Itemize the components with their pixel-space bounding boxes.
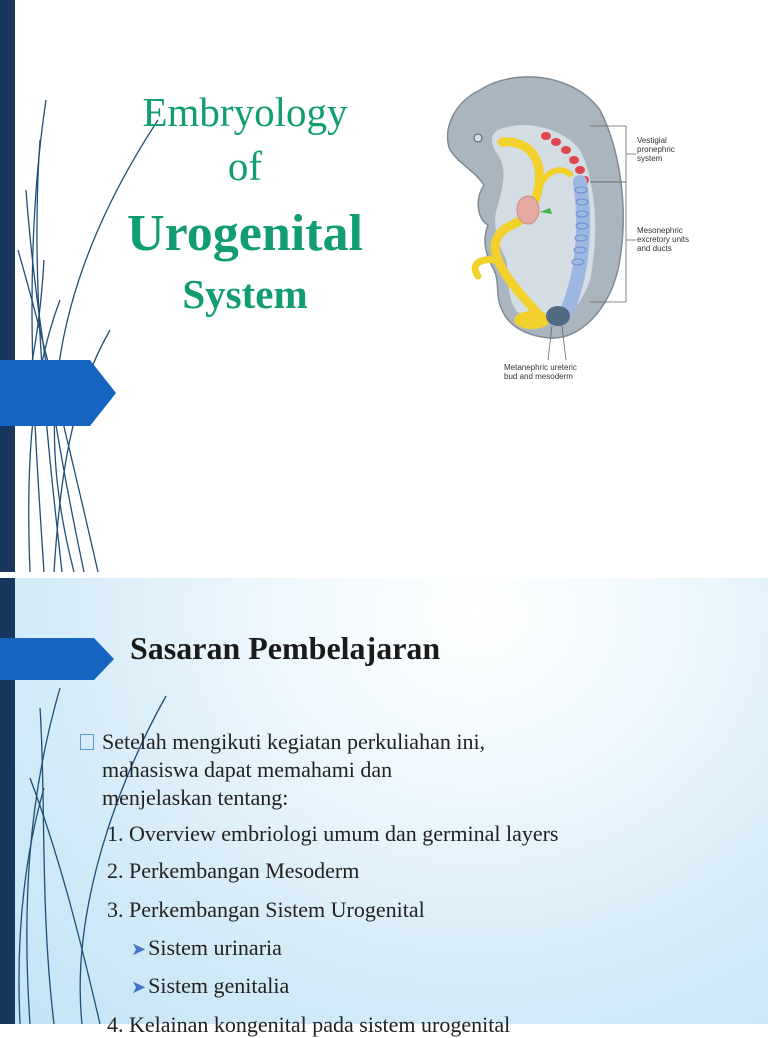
arrow-tab <box>0 638 114 680</box>
title-line-4: System <box>182 271 308 317</box>
label-vestigial: Vestigial pronephric system <box>637 136 675 163</box>
left-accent-bar <box>0 578 15 1024</box>
arrow-tab <box>0 360 116 426</box>
list-item: 1. Overview embriologi umum dan germinal… <box>107 821 559 846</box>
slide-objectives: Sasaran Pembelajaran Setelah mengikuti k… <box>0 578 768 1037</box>
decorative-curves <box>17 99 159 573</box>
slide-heading: Sasaran Pembelajaran <box>130 630 441 666</box>
arrow-bullet-icon: ➤ <box>131 939 147 959</box>
slide-title: Embryology of Urogenital System <box>0 0 700 573</box>
intro-bullet: Setelah mengikuti kegiatan perkuliahan i… <box>80 728 640 812</box>
list-item: 2. Perkembangan Mesoderm <box>107 858 360 883</box>
intro-text: Setelah mengikuti kegiatan perkuliahan i… <box>102 729 486 810</box>
arrow-bullet-icon: ➤ <box>131 977 147 997</box>
decorative-curves <box>18 687 167 1025</box>
sub-item: ➤Sistem urinaria <box>131 935 282 961</box>
list-item: 3. Perkembangan Sistem Urogenital <box>107 897 425 922</box>
left-accent-bar <box>0 0 15 572</box>
sub-item: ➤Sistem genitalia <box>131 973 289 999</box>
embryo-illustration <box>446 76 636 361</box>
title-line-2: of <box>227 143 263 189</box>
title-line-1: Embryology <box>142 89 348 135</box>
label-metanephric: Metanephric ureteric bud and mesoderm <box>504 363 577 381</box>
list-item: 4. Kelainan kongenital pada sistem uroge… <box>107 1012 511 1037</box>
title-line-3: Urogenital <box>127 205 363 262</box>
square-bullet-icon <box>80 734 94 750</box>
label-mesonephric: Mesonephric excretory units and ducts <box>637 226 690 253</box>
slide-gap <box>0 572 768 578</box>
sub-item-label: Sistem genitalia <box>148 973 290 998</box>
sub-item-label: Sistem urinaria <box>148 935 282 960</box>
embryo-figure: Vestigial pronephric system Mesonephric … <box>440 70 700 400</box>
